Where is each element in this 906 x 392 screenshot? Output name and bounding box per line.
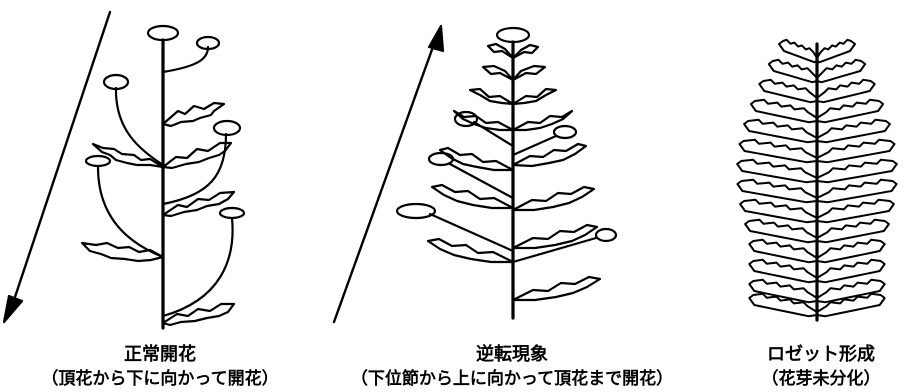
leaf: [161, 302, 236, 327]
rosette-leaf: [816, 58, 867, 84]
leaf: [486, 42, 515, 60]
rosette-leaf: [816, 292, 886, 318]
leaf: [468, 87, 515, 106]
flower-bud: [146, 24, 180, 42]
rosette-leaf: [816, 218, 890, 244]
rosette-leaves: [736, 38, 898, 318]
flower-bud: [552, 124, 578, 140]
pedicel: [114, 86, 165, 167]
rosette-leaf: [816, 118, 891, 144]
pedicel: [161, 45, 210, 74]
leaf: [511, 275, 602, 302]
flower-bud: [594, 227, 618, 243]
leaf: [511, 142, 588, 168]
leaf: [511, 185, 596, 212]
flower-bud: [427, 151, 455, 167]
rosette-leaf: [744, 218, 818, 244]
leaf: [161, 190, 236, 218]
leaf: [511, 43, 540, 60]
leaf: [438, 146, 515, 172]
rosette-leaf: [748, 292, 818, 318]
panel-title-rosette: ロゼット形成: [767, 343, 875, 365]
rosette-leaf: [816, 278, 886, 304]
panel-rosette: [736, 38, 898, 322]
flower-bud: [395, 202, 437, 220]
leaf: [511, 109, 574, 132]
rosette-leaf: [816, 198, 895, 224]
leaf: [91, 142, 165, 169]
leaf: [161, 141, 233, 170]
rosette-leaf: [748, 238, 818, 264]
rosette-leaf: [778, 38, 818, 64]
leaf: [426, 237, 515, 264]
flower-bud: [195, 35, 221, 51]
leaf: [452, 109, 515, 132]
panel-subtitle-normal: （頂花から下に向かって開花）: [41, 368, 278, 389]
rosette-leaf: [736, 158, 818, 184]
flowering-direction-arrow-down: [12, 10, 112, 302]
rosette-leaf: [816, 158, 898, 184]
panel-subtitle-rosette: （花芽未分化）: [762, 368, 881, 389]
panel-title-normal: 正常開花: [124, 343, 196, 365]
panel-reverse: [332, 24, 618, 324]
rosette-leaf: [816, 38, 856, 64]
rosette-leaf: [816, 78, 876, 104]
pedicel: [472, 120, 515, 148]
rosette-leaf: [816, 258, 886, 284]
pedicel: [428, 212, 515, 253]
pedicel: [511, 134, 558, 157]
rosette-leaf: [743, 118, 818, 144]
flower-bud: [102, 73, 130, 91]
rosette-leaf: [736, 178, 818, 204]
panel-title-reverse: 逆転現象: [476, 343, 548, 365]
rosette-leaf: [738, 138, 818, 164]
rosette-leaf: [816, 178, 898, 204]
pedicel: [161, 132, 228, 206]
rosette-leaf: [816, 238, 886, 264]
leaf: [481, 64, 515, 82]
flower-bud: [84, 154, 112, 168]
panel-subtitle-reverse: （下位節から上に向かって頂花まで開花）: [351, 368, 673, 389]
panel-normal: [2, 10, 246, 330]
leaf: [511, 64, 547, 82]
flower-bud: [495, 26, 531, 44]
rosette-leaf: [767, 58, 818, 84]
flowering-direction-arrow-up: [332, 42, 436, 324]
rosette-leaf: [748, 258, 818, 284]
rosette-leaf: [816, 138, 896, 164]
pedicel: [448, 162, 515, 200]
rosette-leaf: [816, 98, 885, 124]
arrowhead-down: [2, 294, 24, 324]
flower-bud: [212, 119, 242, 137]
pedicel: [161, 216, 234, 318]
arrowhead-up: [427, 24, 445, 53]
leaf: [511, 223, 599, 250]
rosette-leaf: [748, 278, 818, 304]
rosette-leaf: [739, 198, 818, 224]
leaf: [80, 241, 165, 263]
leaf: [161, 101, 226, 128]
rosette-leaf: [758, 78, 818, 104]
leaf: [511, 87, 558, 106]
rosette-leaf: [749, 98, 818, 124]
flower-bud: [453, 110, 479, 128]
pedicel: [511, 236, 598, 264]
pedicel: [96, 165, 165, 259]
leaf: [430, 183, 515, 210]
flower-bud: [218, 206, 246, 220]
